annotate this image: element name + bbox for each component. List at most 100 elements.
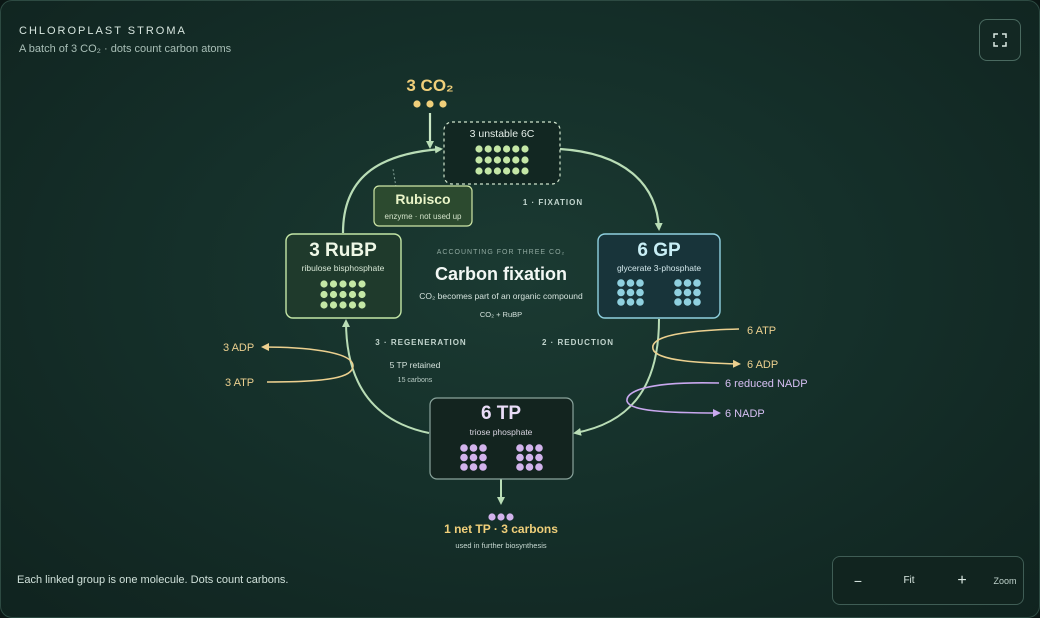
gp-title: 6 GP xyxy=(637,240,681,261)
carbon-dot xyxy=(674,279,682,287)
arrow-nadph-in xyxy=(626,381,721,417)
zoom-fit-button[interactable]: Fit xyxy=(903,575,915,586)
rubp-title: 3 RuBP xyxy=(309,240,377,261)
carbon-dot xyxy=(348,280,357,288)
carbon-dot xyxy=(348,301,357,309)
carbon-dot xyxy=(512,156,520,164)
carbon-dot xyxy=(320,290,328,299)
carbon-dot xyxy=(484,156,492,164)
fullscreen-button[interactable] xyxy=(979,19,1021,61)
carbon-dot xyxy=(503,145,511,153)
carbon-dot xyxy=(626,279,635,287)
carbon-dot xyxy=(484,167,492,175)
carbon-dot xyxy=(475,167,483,175)
carbon-dot xyxy=(525,444,534,452)
arrow-rubp-to-fixation xyxy=(341,145,443,234)
carbon-dot xyxy=(516,453,524,462)
legend-note: Each linked group is one molecule. Dots … xyxy=(17,574,289,586)
regen-atp-label: 3 ATP xyxy=(225,377,254,389)
nadp-out-label: 6 NADP xyxy=(725,408,765,420)
carbon-dot xyxy=(479,453,487,462)
carbon-dot xyxy=(636,279,644,287)
carbon-dot xyxy=(488,513,496,521)
carbon-dot xyxy=(636,298,644,306)
zoom-in-button[interactable]: + xyxy=(957,571,967,589)
carbon-dot xyxy=(329,301,338,309)
carbon-dot xyxy=(617,279,625,287)
carbon-dot xyxy=(683,288,692,297)
gp-carbon-dots xyxy=(617,279,701,306)
carbon-dot xyxy=(493,167,501,175)
arrow-atp-in xyxy=(651,328,741,368)
rubp-carbon-dots xyxy=(320,280,366,309)
carbon-dot xyxy=(636,288,644,297)
carbon-dot xyxy=(626,298,635,306)
center-title: Carbon fixation xyxy=(435,264,567,284)
rubisco-box xyxy=(373,185,473,227)
carbon-dot xyxy=(535,444,543,452)
carbon-dot xyxy=(693,288,701,297)
carbon-dot xyxy=(329,280,338,288)
rubisco-connector xyxy=(392,168,397,188)
rubisco-title: Rubisco xyxy=(395,191,450,207)
carbon-dot xyxy=(503,156,511,164)
carbon-dot xyxy=(469,444,478,452)
carbon-dot xyxy=(693,279,701,287)
carbon-dot xyxy=(506,513,514,521)
tp-carbon-dots xyxy=(460,444,543,471)
atp-in-label: 6 ATP xyxy=(747,325,776,337)
center-description: CO₂ becomes part of an organic compound xyxy=(419,291,583,301)
carbon-dot xyxy=(320,280,328,288)
carbon-dot xyxy=(460,453,468,462)
carbon-dot xyxy=(521,156,529,164)
carbon-dot xyxy=(521,145,529,153)
regeneration-retained: 5 TP retained xyxy=(390,360,441,370)
carbon-dot xyxy=(497,513,505,521)
output-note: used in further biosynthesis xyxy=(455,541,547,550)
carbon-dot xyxy=(535,453,543,462)
unstable-carbon-dots xyxy=(475,145,529,175)
tp-subtitle: triose phosphate xyxy=(470,427,533,437)
carbon-dot xyxy=(626,288,635,297)
carbon-dot xyxy=(358,280,366,288)
adp-out-label: 6 ADP xyxy=(747,359,778,371)
carbon-dot xyxy=(617,288,625,297)
carbon-dot xyxy=(516,463,524,471)
gp-box xyxy=(597,233,721,319)
stage-reduction-label: 2 · REDUCTION xyxy=(542,338,614,347)
stage-fixation-label: 1 · FIXATION xyxy=(523,198,583,207)
tp-title: 6 TP xyxy=(481,403,521,424)
carbon-dot xyxy=(469,453,478,462)
carbon-dot xyxy=(535,463,543,471)
carbon-dot xyxy=(525,453,534,462)
page-title: CHLOROPLAST STROMA xyxy=(19,25,187,37)
zoom-controls: − Fit + Zoom xyxy=(832,556,1024,605)
carbon-dot xyxy=(358,290,366,299)
carbon-dot xyxy=(516,444,524,452)
rubp-box xyxy=(285,233,402,319)
carbon-dot xyxy=(339,280,347,288)
carbon-dot xyxy=(479,444,487,452)
stage-regeneration-label: 3 · REGENERATION xyxy=(375,338,466,347)
carbon-dot xyxy=(521,167,529,175)
output-label: 1 net TP · 3 carbons xyxy=(444,522,558,536)
carbon-dot xyxy=(475,156,483,164)
zoom-label: Zoom xyxy=(993,575,1017,586)
regeneration-carbons: 15 carbons xyxy=(398,377,433,384)
carbon-dot xyxy=(460,444,468,452)
carbon-dot xyxy=(479,463,487,471)
rubisco-note: enzyme · not used up xyxy=(385,212,462,221)
carbon-dot xyxy=(683,279,692,287)
zoom-out-button[interactable]: − xyxy=(853,572,863,589)
expand-icon xyxy=(993,33,1007,47)
carbon-dot xyxy=(512,145,520,153)
carbon-dot xyxy=(339,301,347,309)
carbon-dot xyxy=(493,145,501,153)
unstable-6c-label: 3 unstable 6C xyxy=(470,128,535,140)
carbon-dot xyxy=(460,463,468,471)
carbon-dot xyxy=(348,290,357,299)
carbon-dot xyxy=(484,145,492,153)
carbon-dot xyxy=(674,288,682,297)
